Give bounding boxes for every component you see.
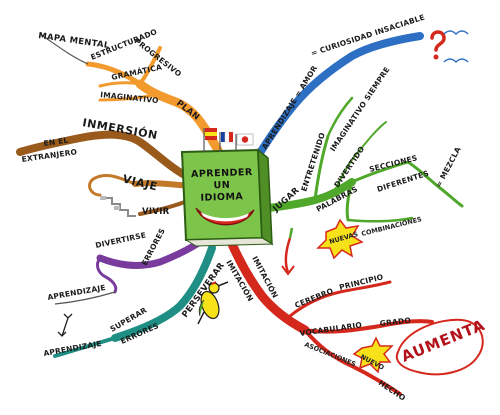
- curved-arrow: [284, 237, 292, 273]
- branch-asociaciones: [303, 328, 402, 396]
- arrow-head-up: [63, 313, 73, 319]
- label-plan: PLAN: [174, 98, 201, 122]
- arrow-head-down: [57, 331, 67, 337]
- label-viaje: VIAJE: [121, 172, 159, 193]
- branch-mezcla: [438, 186, 464, 208]
- label-aprendizaje-2: APRENDIZAJE: [43, 339, 103, 358]
- branch-imitacion-trunk: [227, 239, 310, 335]
- book-title-line2: UN: [213, 180, 230, 192]
- branch-diferentes: [406, 160, 442, 190]
- center-book: APRENDER UN IDIOMA: [180, 128, 274, 247]
- branch-divertido: [334, 149, 361, 191]
- branch-amor: [254, 30, 469, 160]
- bird-icon: [197, 281, 229, 325]
- underline-mapa-mental: [39, 33, 89, 65]
- branch-errores-trunk: [96, 238, 204, 269]
- branch-estructurado: [85, 61, 143, 87]
- branch-entretenido: [313, 134, 330, 202]
- branch-jugar: [264, 96, 464, 260]
- label-secciones: SECCIONES: [368, 153, 418, 174]
- label-asociaciones: ASOCIACIONES: [303, 340, 357, 368]
- branch-amor-trunk: [254, 32, 424, 160]
- branch-combinaciones-ext: [346, 216, 414, 223]
- branch-divertirse-curl: [95, 256, 118, 294]
- underline-aprendizaje-1: [54, 291, 116, 305]
- branch-inmersion: [16, 130, 194, 217]
- book-title-line1: APRENDER: [191, 167, 253, 180]
- label-en-el: EN EL: [43, 136, 69, 148]
- branch-superar: [53, 336, 117, 358]
- label-cerebro: CEREBRO: [293, 286, 334, 310]
- branch-imitacion: [227, 227, 484, 396]
- label-grado: GRADO: [379, 316, 411, 328]
- branch-perseverar-trunk: [111, 244, 216, 342]
- starburst-nuevo: [352, 336, 394, 374]
- aumenta-bubble: [395, 318, 484, 376]
- branch-imaginativo-siempre: [326, 96, 354, 138]
- branch-combinaciones: [345, 180, 354, 222]
- label-divertirse: DIVERTIRSE: [95, 230, 147, 250]
- question-icon: [430, 30, 469, 64]
- book-title-line3: IDIOMA: [200, 191, 243, 203]
- book-teeth: [201, 212, 249, 222]
- label-imaginativo-siempre: IMAGINATIVO SIEMPRE: [328, 65, 391, 153]
- branch-errores: [54, 238, 204, 305]
- label-aprendizaje-1: APRENDIZAJE: [47, 283, 107, 302]
- branch-gramatica: [98, 81, 142, 88]
- buildings-icon: [100, 196, 136, 217]
- branch-imaginativo: [98, 94, 152, 102]
- label-vivir: VIVIR: [142, 207, 170, 217]
- label-hecho: HECHO: [377, 378, 407, 403]
- branch-secciones: [350, 160, 410, 184]
- branch-perseverar: [53, 244, 216, 358]
- branch-inmersion-trunk: [16, 130, 194, 182]
- label-mapa-mental: MAPA MENTAL: [38, 31, 111, 51]
- flags-icon: [203, 128, 254, 152]
- label-combinaciones: COMBINACIONES: [361, 215, 423, 238]
- branch-cerebro: [288, 280, 392, 318]
- branch-vocabulario: [303, 319, 434, 334]
- curved-arrow-green: [288, 227, 294, 239]
- starburst-nuevas: [316, 218, 364, 260]
- book-pages: [184, 237, 274, 247]
- label-mezcla: = MEZCLA: [434, 145, 463, 189]
- label-diferentes: DIFERENTES: [376, 169, 430, 194]
- label-aprendizaje-amor: APRENDIZAJE = AMOR: [260, 64, 319, 151]
- arrow-double: [61, 317, 69, 337]
- branch-divertido-ext: [359, 121, 387, 151]
- label-vocabulario: VOCABULARIO: [299, 320, 363, 338]
- branch-viaje-curl: [88, 174, 137, 197]
- curved-arrow-head: [281, 265, 295, 276]
- branch-progresivo: [138, 46, 162, 86]
